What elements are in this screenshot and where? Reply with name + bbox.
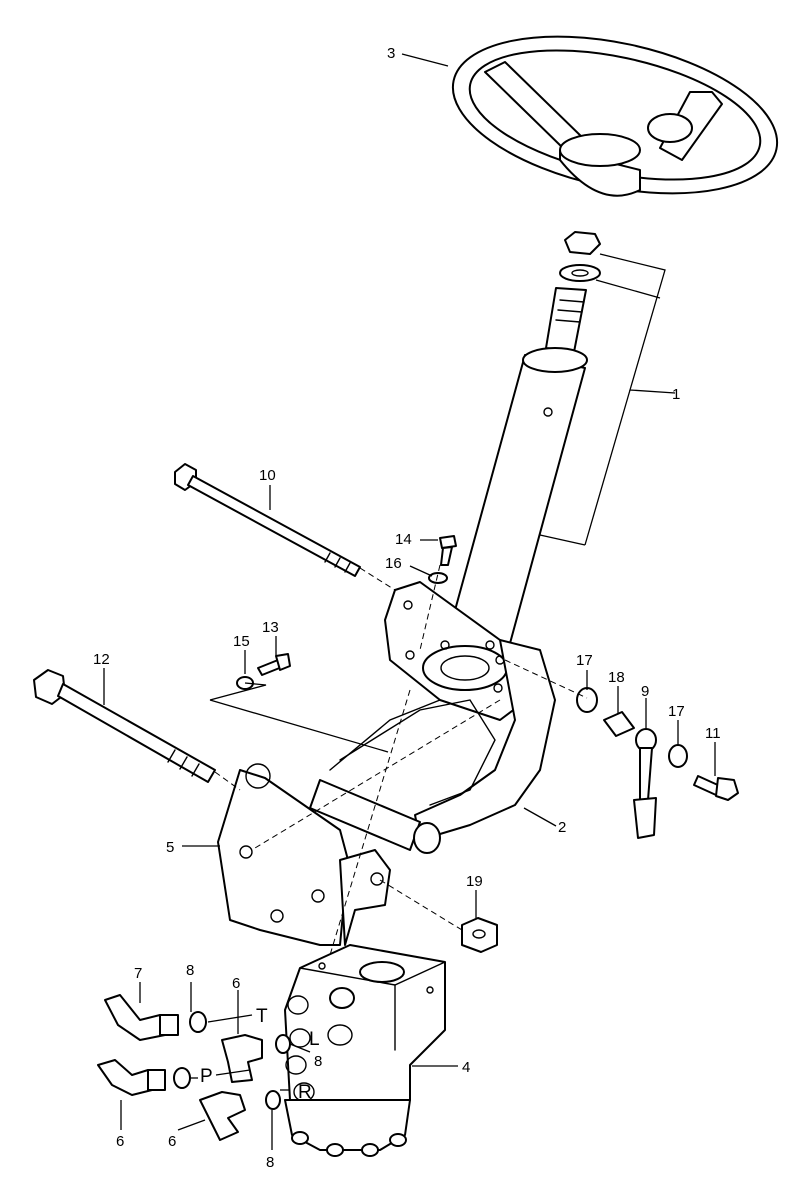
- callout-4: 4: [462, 1059, 470, 1076]
- column-nut-and-washer: [545, 231, 601, 353]
- screw-13: [257, 653, 291, 676]
- support-arm: [309, 639, 556, 854]
- callout-18: 18: [608, 669, 625, 686]
- port-r-label: R: [298, 1082, 312, 1103]
- port-l-label: L: [309, 1029, 320, 1050]
- callout-9: 9: [641, 683, 649, 700]
- callout-12: 12: [93, 651, 110, 668]
- callout-7: 7: [134, 965, 142, 982]
- spacer-18: [603, 711, 635, 737]
- callout-labels: 1 2 3 4 5 6 6 6 7 8 8 8 9 10 11 12 13 14…: [93, 45, 721, 1171]
- callout-17-right: 17: [668, 703, 685, 720]
- long-bolt-12: [33, 669, 216, 783]
- callout-5: 5: [166, 839, 174, 856]
- callout-16: 16: [385, 555, 402, 572]
- alignment-lines: [214, 564, 588, 956]
- callout-8-bottom: 8: [266, 1154, 274, 1171]
- callout-15: 15: [233, 633, 250, 650]
- steering-valve-unit: [284, 944, 446, 1157]
- callout-1: 1: [672, 386, 680, 403]
- callout-8-mid: 8: [314, 1053, 322, 1070]
- callout-14: 14: [395, 531, 412, 548]
- callout-13: 13: [262, 619, 279, 636]
- steering-wheel: [451, 35, 779, 197]
- callout-19: 19: [466, 873, 483, 890]
- o-rings: [173, 1011, 291, 1110]
- elbow-fitting-6-mid: [221, 1034, 263, 1083]
- mounting-plate: [217, 763, 391, 946]
- lever-9: [633, 728, 657, 839]
- elbow-fitting-6-left: [97, 1059, 166, 1096]
- column-mounting-bracket: [384, 581, 541, 721]
- screw-14: [439, 535, 457, 566]
- long-bolt-10: [174, 463, 361, 577]
- callout-3: 3: [387, 45, 395, 62]
- leader-lines: [103, 53, 716, 1150]
- washers-small: [236, 572, 688, 768]
- castle-nut-19: [461, 917, 498, 953]
- elbow-fitting-7: [104, 994, 179, 1041]
- callout-2: 2: [558, 819, 566, 836]
- port-p-label: P: [200, 1066, 213, 1087]
- callout-10: 10: [259, 467, 276, 484]
- port-labels: T L P R: [200, 1006, 320, 1103]
- callout-6-bottom: 6: [168, 1133, 176, 1150]
- port-t-label: T: [256, 1006, 268, 1027]
- bolt-11: [693, 775, 739, 801]
- elbow-fitting-6-bottom: [199, 1091, 246, 1141]
- callout-17-left: 17: [576, 652, 593, 669]
- callout-6-top: 6: [232, 975, 240, 992]
- callout-11: 11: [705, 725, 721, 742]
- callout-6-left: 6: [116, 1133, 124, 1150]
- callout-8-top: 8: [186, 962, 194, 979]
